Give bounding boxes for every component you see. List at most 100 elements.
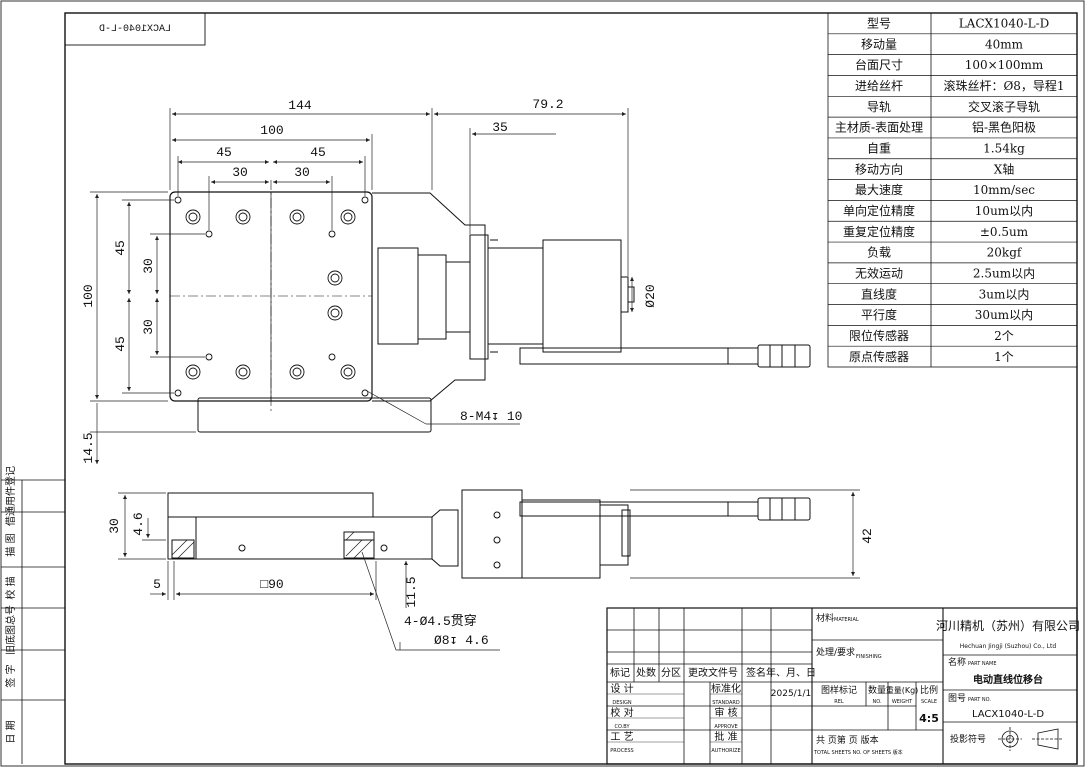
front-view: [167, 489, 811, 579]
cbore-hole: [289, 209, 305, 225]
check-authorize-en: AUTHORIZE: [711, 748, 740, 754]
finish-en: FINISHING: [856, 654, 882, 660]
company-cn: 河川精机（苏州）有限公司: [936, 619, 1080, 633]
strip-label-1: 描 图: [4, 533, 17, 556]
dim-144: 144: [288, 98, 312, 113]
dim-30-left: 30: [232, 165, 248, 180]
material-label: 材料: [816, 612, 834, 624]
dim-30-up: 30: [141, 258, 156, 274]
dim-100-top: 100: [260, 123, 283, 138]
part-name-label: 名称: [948, 656, 966, 668]
spec-value: 10um以内: [975, 204, 1033, 218]
scale-value: 4:5: [919, 712, 939, 725]
spec-label: 自重: [867, 142, 891, 156]
spec-value: 1.54kg: [983, 142, 1025, 156]
label-mark: 图样标记: [821, 684, 857, 696]
role-check: 校 对: [610, 706, 633, 719]
part-name: 电动直线位移台: [973, 673, 1043, 686]
strip-label-2: 校 描: [4, 576, 17, 599]
spec-label: 型号: [867, 17, 891, 31]
role-check-en: CO.BY: [614, 724, 630, 730]
dim-42: 42: [860, 528, 875, 544]
cbore-hole: [340, 364, 356, 380]
spec-value: 2.5um以内: [973, 266, 1035, 280]
projection-symbol-icon: [998, 727, 1062, 751]
cbore-hole: [327, 270, 343, 286]
qty-label: 数量: [868, 684, 886, 696]
spec-label: 单向定位精度: [843, 203, 915, 218]
spec-value: 100×100mm: [965, 58, 1044, 72]
strip-label-4: 签 字: [4, 664, 17, 687]
sheet-frame: [64, 12, 1078, 765]
part-no: LACX1040-L-D: [972, 709, 1044, 720]
title-block-text: 标记 处数 分区 更改文件号 签名 年、月、日 设 计 DESIGN 校 对 C…: [610, 612, 1080, 756]
role-design-en: DESIGN: [612, 700, 632, 706]
dim-100-side: 100: [81, 284, 96, 307]
spec-label: 移动量: [861, 37, 897, 51]
dim-79-2: 79.2: [532, 97, 563, 112]
mirror-code-box: [64, 12, 206, 46]
cbore-note: Ø8↧ 4.6: [434, 633, 489, 648]
top-view-holes: [174, 196, 369, 397]
spec-label: 负载: [867, 246, 891, 260]
qty-en: NO.: [872, 699, 881, 705]
diameter-20: Ø20: [643, 284, 658, 307]
rev-header-0: 标记: [610, 667, 630, 679]
rev-header-5: 年、月、日: [766, 666, 816, 679]
strip-label-0: 借通用件登记: [4, 466, 17, 526]
cbore-hole: [235, 209, 251, 225]
strip-label-3: 旧底图总号: [4, 605, 17, 655]
cbore-hole: [235, 364, 251, 380]
section-hatch: [171, 531, 373, 559]
sheets-label: 共 页第 页 版本: [816, 734, 879, 746]
finish-label: 处理/要求: [816, 646, 855, 658]
scale-label: 比例: [920, 684, 938, 696]
date-value: 2025/1/1: [771, 689, 811, 699]
spec-value: 40mm: [985, 37, 1024, 51]
check-standard: 标准化: [711, 682, 741, 695]
spec-label: 台面尺寸: [855, 57, 903, 72]
spec-value: 交叉滚子导轨: [968, 99, 1040, 114]
dim-45-up: 45: [113, 240, 128, 256]
spec-value: ±0.5um: [980, 225, 1029, 239]
spec-label: 限位传感器: [849, 328, 909, 343]
spec-label: 原点传感器: [849, 349, 909, 364]
dim-35: 35: [492, 120, 508, 135]
hole-note-8-m4: 8-M4↧ 10: [460, 409, 522, 424]
dim-30-right: 30: [294, 165, 310, 180]
spec-value: 20kgf: [987, 246, 1023, 260]
cbore-hole: [185, 364, 201, 380]
sheets-en: TOTAL SHEETS NO. OF SHEETS 版本: [813, 749, 903, 756]
spec-value: 10mm/sec: [973, 183, 1035, 197]
spec-label: 导轨: [867, 100, 891, 114]
spec-value: 铝-黑色阳极: [972, 120, 1036, 135]
rev-header-1: 处数: [636, 666, 656, 679]
spec-label: 平行度: [861, 307, 897, 322]
mirror-code: LACX1040-L-D: [99, 24, 171, 35]
dim-45-right: 45: [310, 145, 326, 160]
dim-14-5: 14.5: [81, 432, 96, 463]
dim-4-6: 4.6: [131, 512, 146, 535]
spec-value: LACX1040-L-D: [959, 17, 1050, 31]
spec-value: 滚珠丝杆：Ø8，导程1: [943, 78, 1064, 93]
role-design: 设 计: [610, 682, 633, 695]
material-en: MATERIAL: [834, 617, 859, 623]
part-no-en: PART NO.: [968, 697, 991, 703]
spec-label: 移动方向: [855, 161, 903, 176]
spec-value: 2个: [994, 329, 1014, 343]
spec-label: 重复定位精度: [843, 224, 915, 239]
rev-header-3: 更改文件号: [688, 666, 738, 679]
spec-label: 无效运动: [855, 265, 903, 280]
title-block-grid: [606, 607, 1078, 765]
spec-label: 主材质-表面处理: [835, 121, 923, 135]
check-standard-en: STANDARD: [712, 700, 740, 706]
company-en: Hechuan Jingji (Suzhou) Co., Ltd: [960, 643, 1057, 650]
cbore-hole: [289, 364, 305, 380]
cbore-hole: [327, 305, 343, 321]
rev-header-2: 分区: [661, 667, 681, 679]
label-mark-en: REL: [834, 699, 844, 705]
part-name-en: PART NAME: [968, 661, 997, 667]
check-authorize: 批 准: [714, 730, 737, 743]
